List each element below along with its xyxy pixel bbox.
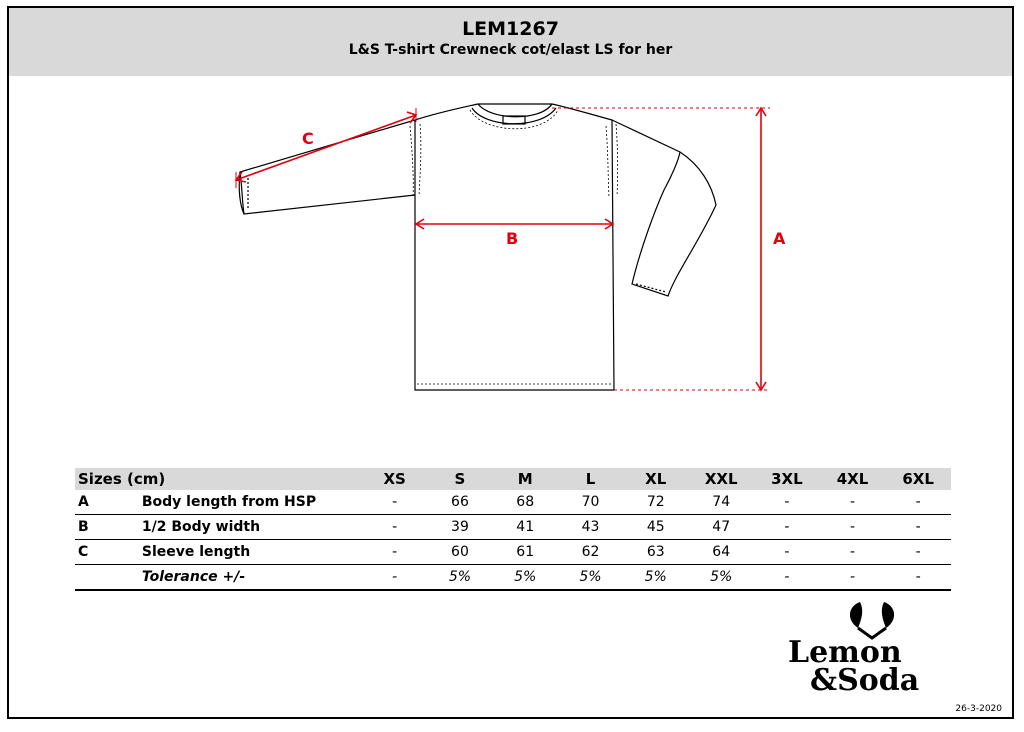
cell: 72 — [623, 490, 689, 515]
cell: - — [885, 539, 951, 565]
row-label: 1/2 Body width — [141, 514, 363, 540]
cell: 62 — [557, 539, 624, 565]
row-label: Body length from HSP — [141, 490, 363, 515]
header-6xl: 6XL — [902, 470, 934, 488]
cell: - — [885, 564, 951, 591]
cell: - — [885, 514, 951, 540]
cell: 63 — [623, 539, 689, 565]
shirt-outline — [238, 103, 717, 391]
cell: 5% — [492, 564, 558, 591]
cell: - — [754, 539, 820, 565]
label-a: A — [773, 229, 786, 248]
cell: 70 — [557, 490, 624, 515]
cell: - — [362, 539, 428, 565]
table-row: A Body length from HSP - 66 68 70 72 74 … — [75, 490, 951, 515]
table-row: B 1/2 Body width - 39 41 43 45 47 - - - — [75, 514, 951, 540]
cell: 5% — [688, 564, 755, 591]
cell: 5% — [557, 564, 624, 591]
cell: 64 — [688, 539, 755, 565]
garment-diagram: A B C — [234, 103, 786, 392]
cell: - — [819, 539, 886, 565]
cell: 43 — [557, 514, 624, 540]
cell: 60 — [427, 539, 493, 565]
cell: - — [754, 564, 820, 591]
brand-line-1: Lemon — [788, 635, 902, 670]
header-3xl: 3XL — [771, 470, 803, 488]
product-code: LEM1267 — [462, 18, 559, 40]
label-b: B — [506, 229, 518, 248]
cell: - — [362, 490, 428, 515]
cell: 5% — [427, 564, 493, 591]
brand-line-2: &Soda — [810, 663, 919, 694]
measure-a: A — [552, 106, 786, 392]
product-description: L&S T-shirt Crewneck cot/elast LS for he… — [348, 42, 673, 58]
cell: - — [819, 514, 886, 540]
table-row-tolerance: Tolerance +/- - 5% 5% 5% 5% 5% - - - — [75, 564, 951, 591]
cell: - — [754, 490, 820, 515]
measure-c: C — [234, 108, 418, 188]
cell: - — [819, 490, 886, 515]
table-row: C Sleeve length - 60 61 62 63 64 - - - — [75, 539, 951, 565]
header-s: S — [454, 470, 466, 488]
cell: - — [885, 490, 951, 515]
measure-b: B — [414, 218, 615, 248]
cell: - — [754, 514, 820, 540]
size-table-header: Sizes (cm) XS S M L XL XXL 3XL 4XL 6XL — [75, 468, 951, 490]
cell: 61 — [492, 539, 558, 565]
cell: - — [819, 564, 886, 591]
row-label: Sleeve length — [141, 539, 363, 565]
header-m: M — [517, 470, 533, 488]
cell: 39 — [427, 514, 493, 540]
row-letter: A — [75, 490, 142, 515]
cell: 68 — [492, 490, 558, 515]
cell: - — [362, 564, 428, 591]
cell: 66 — [427, 490, 493, 515]
cell: - — [362, 514, 428, 540]
row-label: Tolerance +/- — [141, 564, 363, 591]
cell: 45 — [623, 514, 689, 540]
title-band: LEM1267 L&S T-shirt Crewneck cot/elast L… — [9, 8, 1012, 76]
spec-sheet-frame: LEM1267 L&S T-shirt Crewneck cot/elast L… — [7, 6, 1014, 719]
label-c: C — [302, 129, 314, 148]
row-letter: C — [75, 539, 142, 565]
header-4xl: 4XL — [836, 470, 869, 488]
header-l: L — [585, 470, 596, 488]
leaf-icon — [849, 602, 895, 640]
cell: 47 — [688, 514, 755, 540]
stitch-lines — [409, 109, 619, 385]
lemon-soda-logo: Lemon &Soda — [788, 602, 919, 694]
revision-date: 26-3-2020 — [955, 704, 1002, 714]
header-xxl: XXL — [704, 470, 738, 488]
row-letter — [75, 564, 142, 591]
row-letter: B — [75, 514, 142, 540]
header-xs: XS — [383, 470, 406, 488]
cell: 5% — [623, 564, 689, 591]
header-xl: XL — [645, 470, 667, 488]
cell: 74 — [688, 490, 755, 515]
cell: 41 — [492, 514, 558, 540]
header-sizes: Sizes (cm) — [78, 470, 166, 488]
size-table: Sizes (cm) XS S M L XL XXL 3XL 4XL 6XL A… — [75, 468, 951, 591]
